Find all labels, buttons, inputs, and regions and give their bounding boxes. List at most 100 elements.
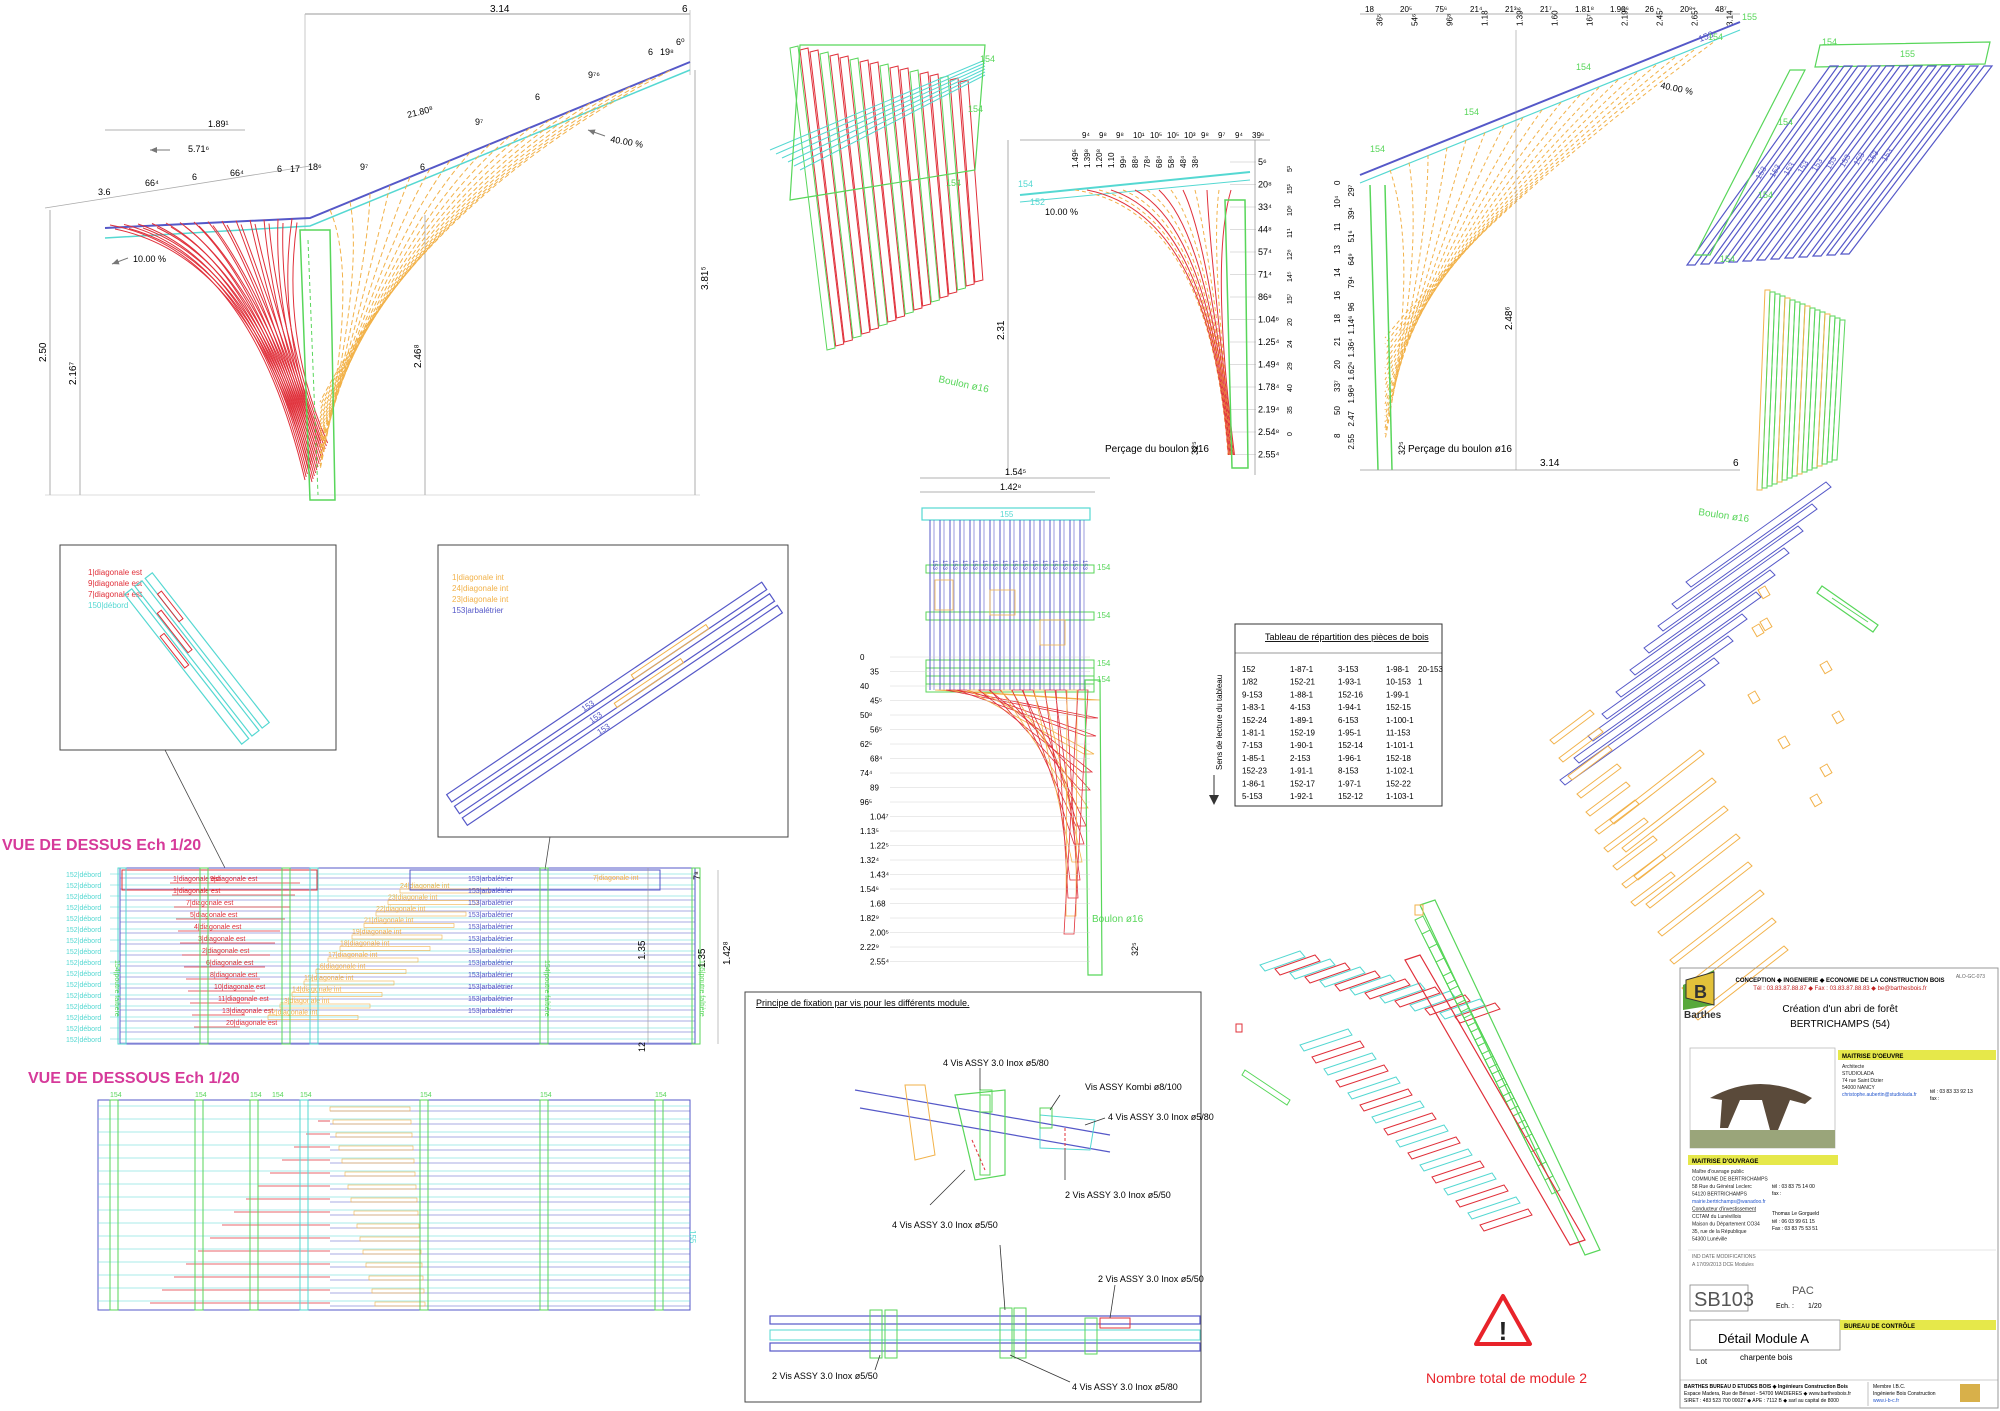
orange-member	[329, 1106, 411, 1112]
mo-line: COMMUNE DE BERTRICHAMPS	[1692, 1177, 1768, 1183]
screw-callout: 4 Vis ASSY 3.0 Inox ø5/80	[943, 1058, 1049, 1068]
dim-left: 1.62⁶	[1347, 362, 1356, 381]
dim-small: 14⁵	[1287, 271, 1294, 282]
table-cell: 1-94-1	[1338, 703, 1362, 712]
orange-member	[338, 1145, 414, 1151]
connector	[989, 589, 1016, 616]
diagonal-piece	[1811, 311, 1826, 469]
piece-label: 153	[1061, 560, 1067, 571]
scale-label: Ech. :	[1776, 1303, 1794, 1310]
dim-left: 1.96⁸	[1347, 385, 1356, 404]
piece-label: 155	[688, 1230, 697, 1244]
diagonal-member	[319, 119, 551, 427]
dim-top: 10⁵	[1150, 131, 1162, 140]
dim-top: 9⁴	[1082, 131, 1090, 140]
slope-label: 40.00 %	[610, 134, 644, 150]
dim-small: 15⁷	[1287, 293, 1294, 304]
diagonal-member	[319, 209, 344, 471]
diagonal-piece	[929, 73, 958, 295]
table-cell: 152-21	[1290, 678, 1315, 687]
orange-label: 18|diagonale int	[340, 941, 389, 948]
rafter-153	[1643, 547, 1790, 654]
diagonal-piece	[869, 61, 906, 319]
diagonal-piece	[1766, 293, 1781, 487]
dim-left: 35	[870, 668, 879, 677]
orange-label: 23|diagonale int	[388, 895, 437, 902]
diagonal-member	[1182, 189, 1233, 456]
dim-lower: 18⁶	[308, 162, 322, 172]
blue-label: 153|arbalétrier	[468, 888, 514, 895]
screw-callout: 4 Vis ASSY 3.0 Inox ø5/50	[892, 1220, 998, 1230]
diagonal-member	[207, 221, 314, 460]
piece-label: 153	[1021, 560, 1027, 571]
dim-left: 58⁴	[1167, 155, 1176, 168]
dim-small: 35	[1287, 406, 1294, 414]
beam-label: 154	[655, 1092, 667, 1099]
dim-upper: 21.80⁸	[406, 104, 434, 120]
dim: 12	[637, 1042, 647, 1052]
row-label: 152|débord	[66, 894, 101, 901]
dim: 32⁵	[1130, 942, 1140, 956]
title-block: ALO-GC-073 B Barthes CONCEPTION ◆ INGENI…	[1679, 967, 1999, 1409]
diagonal-member	[319, 102, 591, 419]
diagonal-piece	[949, 77, 975, 287]
dim-left: 39⁴	[1347, 207, 1356, 220]
orange-label: 24|diagonale int	[400, 883, 449, 890]
diagonal-member	[1098, 189, 1230, 456]
piece-label: 154	[1097, 659, 1111, 668]
diagonal-member	[1206, 189, 1234, 456]
orange-label: 12|diagonale int	[268, 1010, 317, 1017]
diagonal-piece	[1394, 986, 1441, 1008]
orange-member	[362, 1249, 422, 1255]
rafter-piece	[799, 74, 986, 171]
diagonal-piece	[1319, 966, 1366, 988]
dim-left: 2.47	[1347, 410, 1356, 426]
piece-label: 153	[1852, 150, 1867, 167]
orange-member	[365, 1262, 423, 1268]
diagonal-member	[319, 201, 354, 467]
table-cell: 1-97-1	[1338, 779, 1362, 788]
diagonal-member	[287, 218, 322, 442]
diagonal-piece	[1781, 299, 1796, 481]
diagonal-piece	[839, 55, 880, 331]
red-label: 4|diagonale est	[194, 924, 241, 931]
diagonal-piece	[1421, 929, 1463, 999]
red-label: 20|diagonale est	[226, 1020, 277, 1027]
drill-note: Perçage du boulon ø16	[1408, 444, 1512, 455]
dim-left: 50⁸	[860, 711, 872, 720]
diagonal-piece	[1033, 689, 1083, 863]
dim-top: 2.19⁸	[1621, 7, 1630, 26]
diagonal-piece	[849, 57, 888, 327]
blue-label: 153|arbalétrier	[468, 912, 514, 919]
rafter-153	[1601, 613, 1748, 720]
dim-upper: 6	[420, 162, 425, 172]
diagonal-member	[277, 218, 320, 445]
diagonal-piece	[1274, 954, 1321, 976]
rafter-153	[1811, 65, 1966, 257]
rafter-153	[1797, 65, 1952, 258]
dim-left: 89	[870, 784, 879, 793]
dim-left: 50	[1333, 406, 1342, 415]
dim-height: 2.16⁷	[68, 362, 79, 385]
orange-member	[359, 1236, 421, 1242]
diagonal-piece	[1455, 1184, 1509, 1208]
connector-piece	[1819, 763, 1833, 778]
rafter-153	[1727, 65, 1882, 263]
row-label: 152|débord	[66, 1004, 101, 1011]
diagonal-member	[249, 219, 318, 451]
parts-table: Tableau de répartition des pièces de boi…	[1209, 623, 1443, 807]
beam-vertical	[539, 867, 549, 1045]
beam-vertical	[109, 1099, 119, 1311]
dim-bottom: 1.54⁵	[1005, 467, 1027, 477]
screw-callout: 2 Vis ASSY 3.0 Inox ø5/50	[1098, 1274, 1204, 1284]
blue-label: 153|arbalétrier	[468, 984, 514, 991]
dim-top: 36⁵	[1376, 14, 1385, 26]
diagonal-piece	[1826, 317, 1841, 463]
piece-label: 153	[941, 560, 947, 571]
diagonal-piece	[1347, 1076, 1401, 1100]
dim-left: 79⁴	[1347, 276, 1356, 289]
dim-left: 68⁴	[870, 755, 883, 764]
row-label: 152|débord	[66, 960, 101, 967]
beam-label: 154	[250, 1092, 262, 1099]
